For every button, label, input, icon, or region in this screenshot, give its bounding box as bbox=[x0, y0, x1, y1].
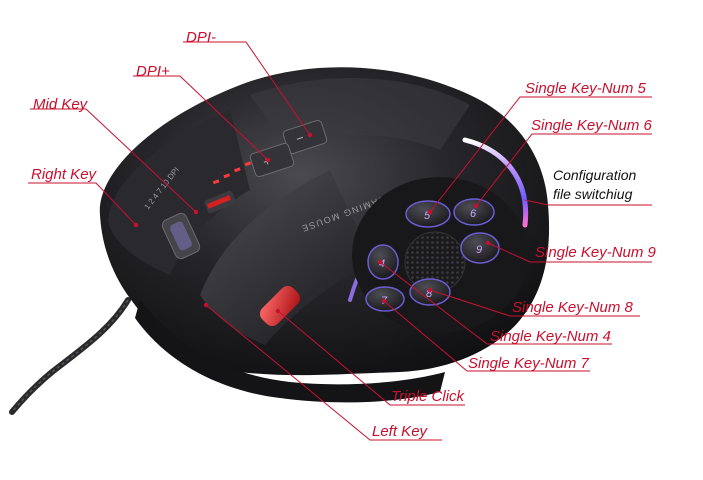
leader-right-key bbox=[28, 182, 137, 226]
leader-num-5 bbox=[429, 96, 652, 213]
label-left-key: Left Key bbox=[372, 423, 428, 440]
label-triple-click: Triple Click bbox=[391, 388, 465, 405]
leader-config bbox=[524, 199, 652, 206]
label-mid-key: Mid Key bbox=[33, 96, 88, 113]
svg-text:6: 6 bbox=[470, 208, 477, 220]
dpi-plus-button bbox=[249, 142, 295, 178]
leader-num-9 bbox=[487, 242, 652, 263]
label-dpi-plus: DPI+ bbox=[136, 63, 170, 80]
label-single-key-num-4: Single Key-Num 4 bbox=[490, 328, 611, 345]
label-dpi-minus: DPI- bbox=[186, 29, 216, 46]
label-single-key-num-7: Single Key-Num 7 bbox=[468, 355, 589, 372]
right-key-panel bbox=[108, 110, 250, 275]
label-configuration-line2: file switchiug bbox=[553, 186, 633, 202]
side-key-cluster: 5 6 9 8 7 4 bbox=[352, 177, 528, 333]
label-configuration: Configuration file switchiug bbox=[553, 166, 636, 204]
leader-dpi-plus bbox=[133, 75, 269, 161]
leader-num-7 bbox=[383, 300, 590, 372]
leader-num-4 bbox=[379, 261, 612, 345]
led-strip bbox=[462, 137, 529, 228]
svg-text:5: 5 bbox=[424, 210, 431, 222]
label-single-key-num-5: Single Key-Num 5 bbox=[525, 80, 646, 97]
leader-triple-click bbox=[277, 310, 465, 406]
scroll-wheel bbox=[161, 212, 201, 260]
svg-text:8: 8 bbox=[426, 288, 433, 300]
label-right-key: Right Key bbox=[31, 166, 97, 183]
leader-dots bbox=[133, 132, 491, 314]
side-key-5 bbox=[405, 200, 451, 228]
leader-left-key bbox=[205, 304, 442, 441]
triple-click-button bbox=[259, 285, 301, 327]
left-key-panel bbox=[200, 170, 372, 345]
leader-num-6 bbox=[475, 133, 652, 207]
side-key-7 bbox=[365, 286, 405, 312]
side-key-6 bbox=[453, 198, 495, 226]
label-configuration-line1: Configuration bbox=[553, 167, 637, 183]
label-single-key-num-6: Single Key-Num 6 bbox=[531, 117, 652, 134]
leader-dpi-minus bbox=[183, 41, 311, 136]
mouse-cable bbox=[9, 297, 131, 415]
dpi-led-indicators bbox=[212, 161, 252, 185]
label-single-key-num-9: Single Key-Num 9 bbox=[535, 244, 656, 261]
leader-mid-key bbox=[30, 108, 197, 213]
svg-text:9: 9 bbox=[476, 244, 482, 256]
svg-text:−: − bbox=[294, 130, 306, 147]
label-single-key-num-8: Single Key-Num 8 bbox=[512, 299, 633, 316]
leader-num-8 bbox=[429, 289, 640, 317]
leader-lines bbox=[28, 41, 652, 441]
